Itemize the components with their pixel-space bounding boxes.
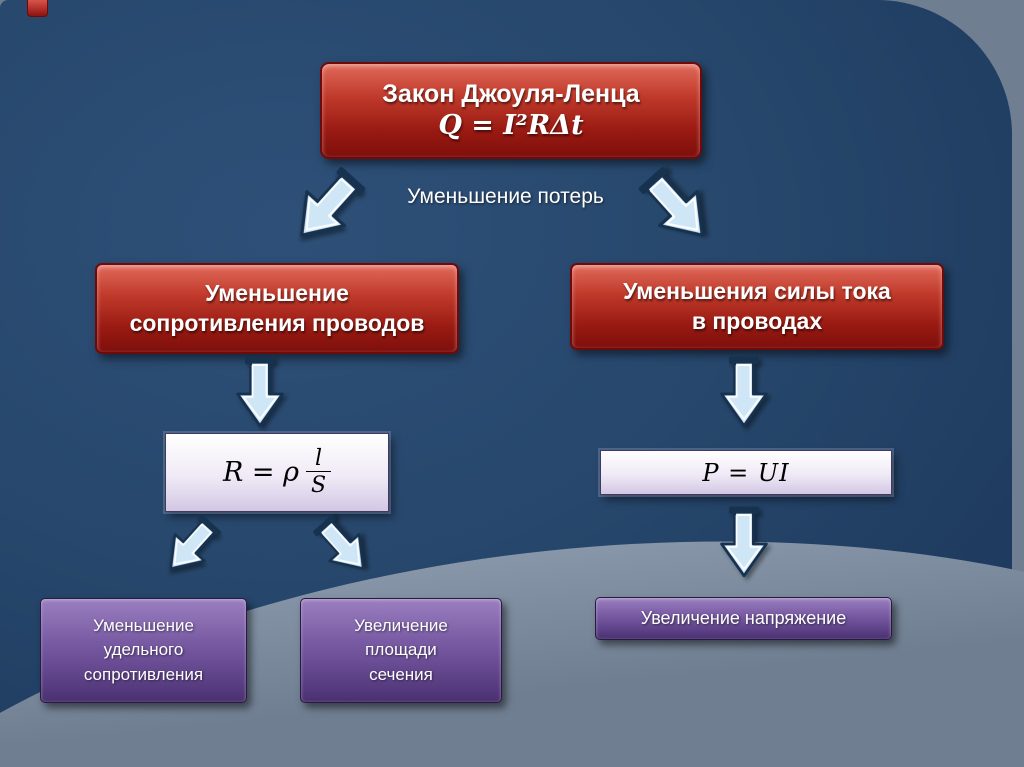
fraction-numerator: l — [314, 445, 323, 471]
current-reduction-line1: Уменьшения силы тока — [623, 277, 891, 304]
power-formula: P = UI — [702, 458, 790, 487]
arrow-top-right-icon — [626, 156, 733, 265]
current-reduction-box: Уменьшения силы тока в проводах — [570, 263, 944, 350]
resistance-formula-fraction: l S — [305, 445, 332, 500]
power-formula-box: P = UI — [600, 450, 892, 495]
arrow-voltage-down-icon — [716, 500, 772, 593]
voltage-increase-label: Увеличение напряжение — [640, 608, 847, 628]
arrow-left-down-icon — [232, 356, 288, 437]
resistance-formula-lhs: R = ρ — [222, 457, 299, 488]
losses-label: Уменьшение потерь — [407, 185, 604, 208]
fraction-denominator: S — [305, 470, 332, 500]
arrow-leaf-left-icon — [145, 506, 231, 594]
resistance-formula-box: R = ρ l S — [165, 433, 389, 512]
law-title: Закон Джоуля-Ленца — [382, 79, 640, 108]
resistivity-line1: Уменьшение — [93, 615, 194, 635]
cross-section-line1: Увеличение — [354, 615, 448, 635]
arrow-top-left-icon — [270, 156, 377, 265]
resistivity-line3: сопротивления — [83, 664, 204, 684]
corner-accent — [27, 0, 48, 17]
arrow-right-down-icon — [716, 356, 772, 437]
voltage-increase-box: Увеличение напряжение — [595, 597, 892, 640]
resistivity-line2: удельного — [103, 640, 184, 660]
cross-section-line2: площади — [365, 640, 437, 660]
resistivity-reduction-box: Уменьшение удельного сопротивления — [40, 598, 247, 703]
resistance-reduction-line1: Уменьшение — [205, 279, 349, 306]
law-formula: Q = I²RΔt — [438, 110, 584, 142]
current-reduction-line2: в проводах — [691, 307, 823, 334]
resistance-reduction-box: Уменьшение сопротивления проводов — [95, 263, 459, 354]
law-title-box: Закон Джоуля-Ленца Q = I²RΔt — [320, 62, 702, 159]
cross-section-increase-box: Увеличение площади сечения — [300, 598, 502, 703]
arrow-leaf-right-icon — [303, 506, 389, 594]
resistance-reduction-line2: сопротивления проводов — [129, 309, 425, 336]
cross-section-line3: сечения — [369, 664, 433, 684]
